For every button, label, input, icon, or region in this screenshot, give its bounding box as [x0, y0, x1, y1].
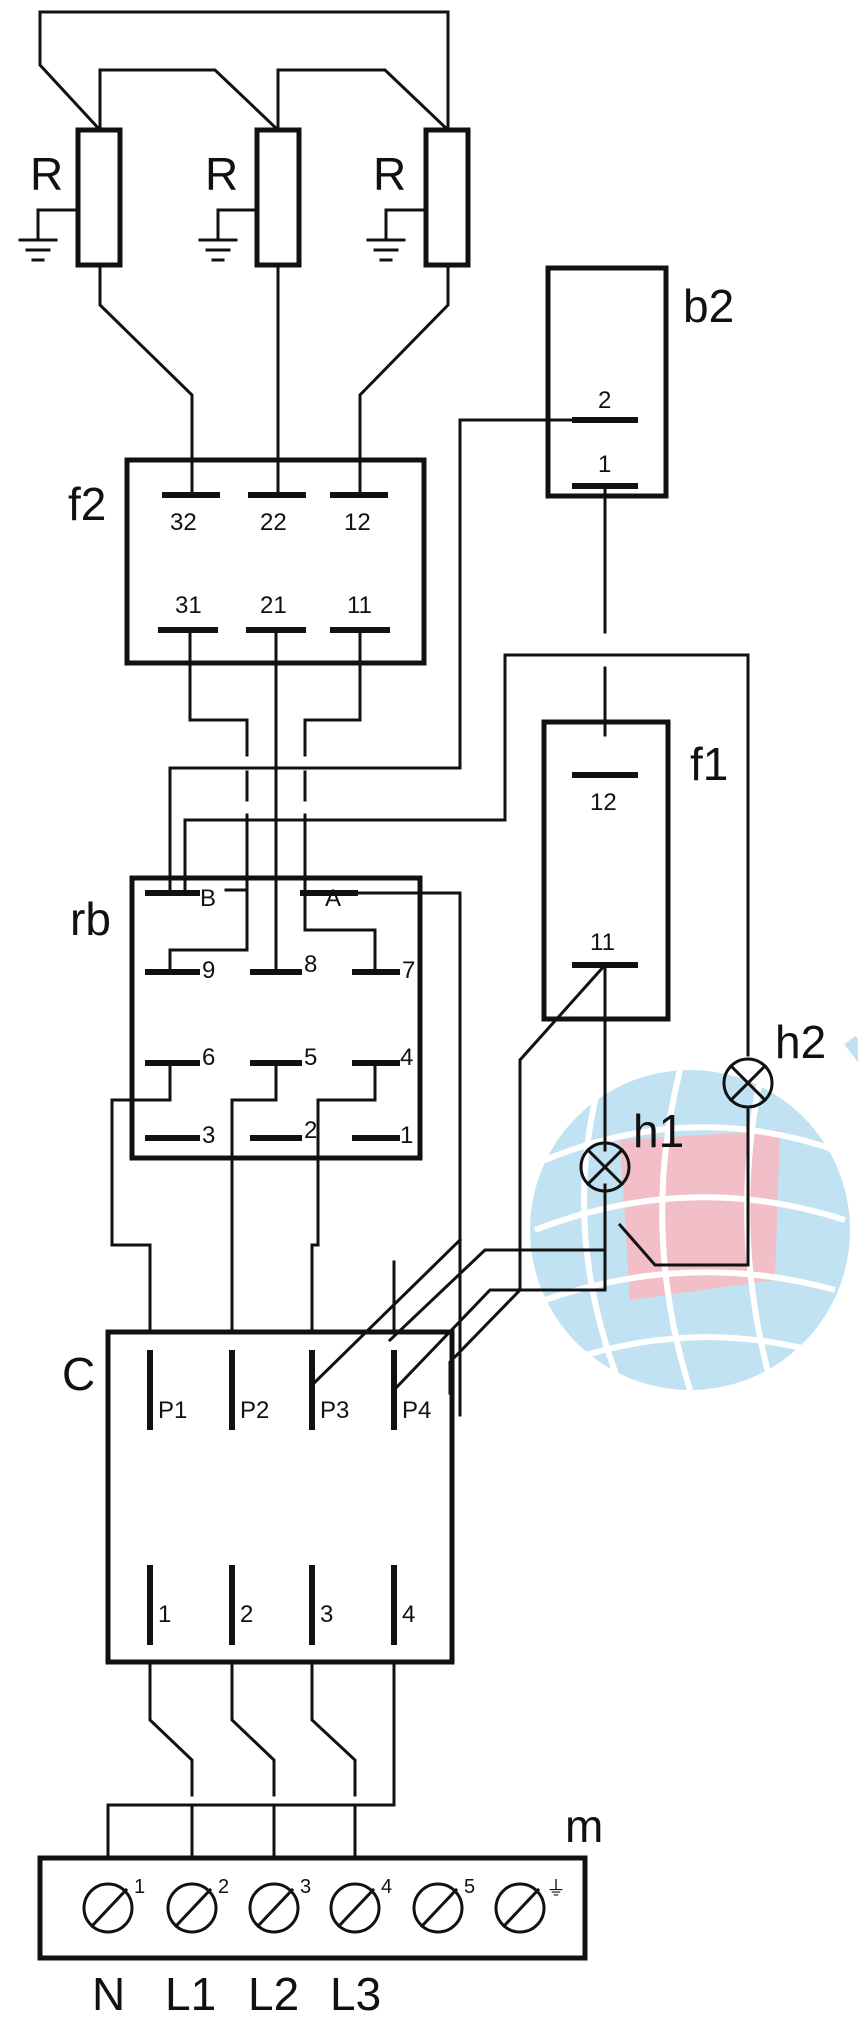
- wire: [110, 1061, 172, 1332]
- wire: [617, 1108, 750, 1267]
- f2-terminal-22: 22: [260, 509, 287, 536]
- rb-terminal-A: A: [325, 885, 341, 912]
- h2-label: h2: [775, 1016, 826, 1068]
- ground-icon: [18, 208, 80, 262]
- ground-icon: [198, 208, 259, 262]
- rb-terminal-3: 3: [202, 1122, 215, 1149]
- wire: [392, 1183, 607, 1422]
- wire: [230, 1660, 276, 1797]
- rb-terminal-7: 7: [402, 957, 415, 984]
- phase-label-L1: L1: [165, 1968, 216, 2020]
- resistor-link-wire: [38, 10, 450, 132]
- c-label: C: [62, 1348, 95, 1400]
- f2-terminal-12: 12: [344, 509, 371, 536]
- wire: [148, 1660, 194, 1797]
- f2-terminal-11: 11: [347, 592, 372, 619]
- wire: [98, 263, 194, 497]
- wire: [230, 1061, 278, 1332]
- rb-terminal-8: 8: [304, 951, 317, 978]
- c-terminal-P2: P2: [240, 1397, 269, 1424]
- c-terminal-3: 3: [320, 1601, 333, 1628]
- m-label: m: [565, 1800, 603, 1852]
- resistor-label-2: R: [205, 148, 238, 200]
- c-terminal-P3: P3: [320, 1397, 349, 1424]
- wire: [183, 653, 750, 1057]
- rb-terminal-B: B: [200, 885, 216, 912]
- wire: [303, 770, 327, 932]
- wire: [190, 1806, 357, 1857]
- rb-relay-box: [129, 875, 423, 1161]
- resistor-link-wire: [276, 68, 451, 133]
- f2-terminal-31: 31: [175, 592, 202, 619]
- terminal-block-m: [37, 1855, 588, 1961]
- b2-label: b2: [683, 280, 734, 332]
- resistor-label-1: R: [30, 148, 63, 200]
- lamp-h2-icon: [722, 1057, 774, 1109]
- watermark-globe-logo: [530, 1035, 858, 1391]
- b2-terminal-2: 2: [598, 387, 611, 414]
- rb-terminal-9: 9: [202, 957, 215, 984]
- rb-terminal-1: 1: [400, 1122, 413, 1149]
- rb-terminal-5: 5: [304, 1044, 317, 1071]
- c-contacts: [147, 1350, 397, 1645]
- wire: [168, 888, 249, 974]
- wire: [224, 770, 249, 892]
- phase-label-L2: L2: [248, 1968, 299, 2020]
- wire: [168, 418, 574, 895]
- resistor-1: [75, 127, 123, 268]
- wire: [106, 1660, 396, 1857]
- b2-terminal-1: 1: [598, 451, 611, 478]
- wire: [310, 1237, 463, 1417]
- ground-icon: [366, 208, 428, 262]
- f1-label: f1: [690, 738, 728, 790]
- rb-terminal-6: 6: [202, 1044, 215, 1071]
- c-contactor-box: [105, 1329, 455, 1665]
- c-terminal-P4: P4: [402, 1397, 431, 1424]
- terminal-number-1: 1: [134, 1876, 145, 1898]
- resistor-link-wire: [98, 68, 281, 133]
- f2-terminal-32: 32: [170, 509, 197, 536]
- wire: [303, 928, 377, 974]
- f2-terminal-21: 21: [260, 592, 287, 619]
- rb-terminal-4: 4: [400, 1044, 413, 1071]
- terminal-ground-icon: ⏚: [546, 1878, 566, 1900]
- terminal-number-5: 5: [464, 1876, 475, 1898]
- resistor-2: [254, 127, 302, 268]
- f1-terminal-12: 12: [590, 789, 617, 816]
- terminal-number-3: 3: [300, 1876, 311, 1898]
- resistor-link-wire: [38, 10, 103, 133]
- terminal-screw-icons: [82, 1882, 546, 1934]
- c-terminal-P1: P1: [158, 1397, 187, 1424]
- c-terminal-1: 1: [158, 1601, 171, 1628]
- wire: [358, 263, 450, 497]
- rb-terminal-2: 2: [304, 1117, 317, 1144]
- phase-label-L3: L3: [330, 1968, 381, 2020]
- phase-label-N: N: [92, 1968, 125, 2020]
- h1-label: h1: [633, 1105, 684, 1157]
- c-terminal-2: 2: [240, 1601, 253, 1628]
- f2-label: f2: [68, 478, 106, 530]
- c-terminal-4: 4: [402, 1601, 415, 1628]
- wire: [303, 628, 362, 757]
- terminal-number-4: 4: [381, 1876, 392, 1898]
- wire: [310, 1061, 377, 1332]
- rb-label: rb: [70, 893, 111, 945]
- resistor-3: [423, 127, 471, 268]
- resistor-label-3: R: [373, 148, 406, 200]
- terminal-number-2: 2: [218, 1876, 229, 1898]
- b2-switch-box: [545, 265, 669, 499]
- wire: [310, 1660, 357, 1797]
- f1-terminal-11: 11: [590, 929, 615, 956]
- wire: [188, 628, 249, 757]
